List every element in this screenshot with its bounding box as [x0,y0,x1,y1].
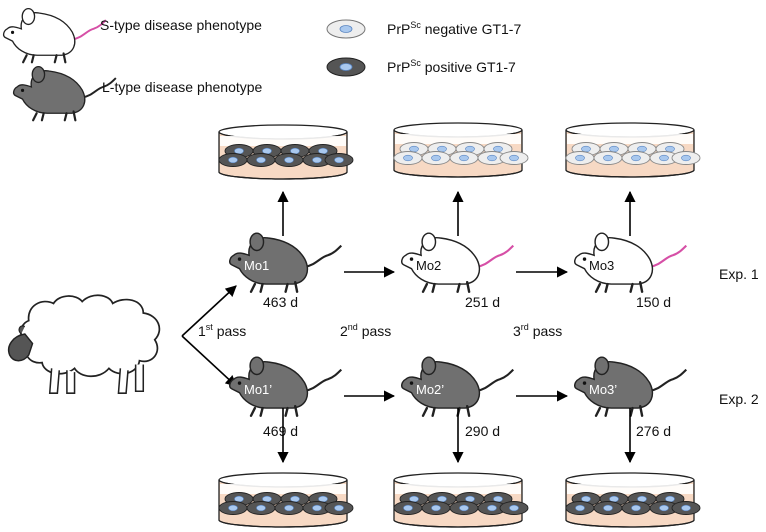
exp2-culture-dish-1 [218,472,354,528]
cell [274,501,304,515]
first-pass-label: 1st pass [198,322,246,339]
exp1-culture-dish-3 [565,122,701,178]
cell [621,151,651,165]
cell [218,501,248,515]
exp1-mouse-name-1: Mo1 [244,258,269,273]
cell [324,153,354,167]
cell [421,501,451,515]
cell [621,501,651,515]
cell [421,151,451,165]
cell [565,151,595,165]
exp2-mouse-name-1: Mo1’ [244,382,272,397]
exp1-row: Mo1 463 d Mo2 251 d Mo3 150 d [218,122,701,310]
exp2-incubation-days-3: 276 d [636,423,671,439]
cell [393,151,423,165]
cell [218,153,248,167]
cell [477,151,507,165]
cell [499,151,529,165]
positive-cell-icon [326,57,366,77]
cell [671,501,701,515]
s-type-mouse-icon [2,7,107,64]
exp1-incubation-days-1: 463 d [263,294,298,310]
second-pass-label: 2nd pass [340,322,391,339]
exp2-mouse-name-2: Mo2’ [416,382,444,397]
cell [449,151,479,165]
cell [246,501,276,515]
legend: S-type disease phenotype L-type disease … [2,7,521,122]
sheep-source [7,294,161,395]
exp1-mouse-2: Mo2 251 d [400,231,515,310]
cell [449,501,479,515]
cell [246,153,276,167]
exp2-mouse-1: Mo1’ 469 d [228,355,343,439]
cell [593,151,623,165]
exp1-mouse-name-3: Mo3 [589,258,614,273]
exp2-label: Exp. 2 [719,391,759,407]
cell [477,501,507,515]
third-pass-label: 3rd pass [513,322,562,339]
cell [565,501,595,515]
exp1-culture-dish-1 [218,124,354,180]
exp1-label: Exp. 1 [719,266,759,282]
legend-l-type-label: L-type disease phenotype [102,79,263,95]
cell [274,153,304,167]
exp2-mouse-name-3: Mo3’ [589,382,617,397]
exp2-incubation-days-2: 290 d [465,423,500,439]
exp2-culture-dish-3 [565,472,701,528]
exp2-row: Mo1’ 469 d Mo2’ 290 d Mo3’ 276 d [218,355,701,528]
legend-s-type-label: S-type disease phenotype [100,17,262,33]
exp1-incubation-days-3: 150 d [636,294,671,310]
negative-cell-icon [326,19,366,39]
exp2-culture-dish-2 [393,472,529,528]
cell [593,501,623,515]
exp1-mouse-3: Mo3 150 d [573,231,688,310]
arrow-sheep-to-mo1prime [181,335,237,387]
exp1-mouse-1: Mo1 463 d [228,231,343,310]
exp2-incubation-days-1: 469 d [263,423,298,439]
exp2-mouse-2: Mo2’ 290 d [400,355,515,439]
legend-positive-label: PrPSc positive GT1-7 [387,58,516,75]
cell [499,501,529,515]
cell [671,151,701,165]
exp1-mouse-name-2: Mo2 [416,258,441,273]
cell [393,501,423,515]
arrow-sheep-to-mo1 [181,285,237,337]
cell [649,151,679,165]
exp2-mouse-3: Mo3’ 276 d [573,355,688,439]
exp1-incubation-days-2: 251 d [465,294,500,310]
legend-negative-label: PrPSc negative GT1-7 [387,20,521,37]
l-type-mouse-icon [12,65,117,122]
exp1-culture-dish-2 [393,122,529,178]
cell [324,501,354,515]
